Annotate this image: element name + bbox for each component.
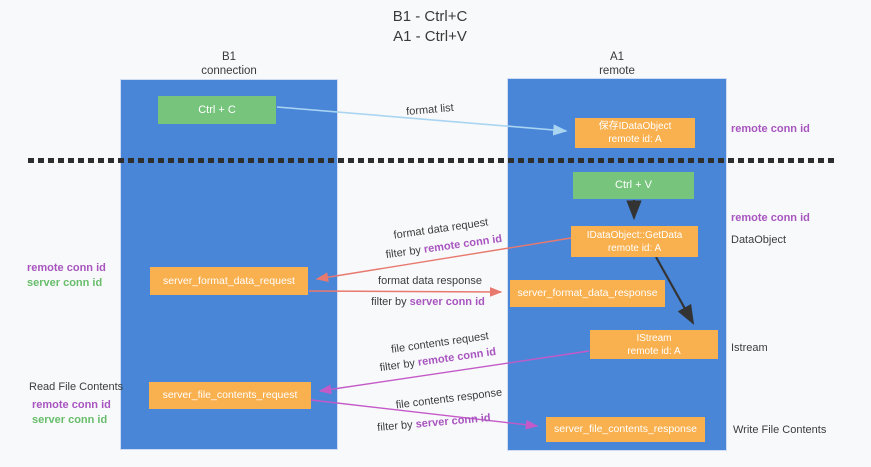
node-file-response-label: server_file_contents_response xyxy=(553,423,697,435)
title-line-2: A1 - Ctrl+V xyxy=(393,28,467,45)
node-server-format-data-response: server_format_data_response xyxy=(510,280,665,307)
label-format-list: format list xyxy=(405,101,455,119)
label-istream: Istream xyxy=(731,342,768,354)
filter-by-text: filter by xyxy=(378,357,416,375)
node-getdata-line1: IDataObject::GetData xyxy=(586,229,683,241)
node-file-request-label: server_file_contents_request xyxy=(162,389,298,401)
lane-a1-title: A1 xyxy=(609,51,625,63)
dashed-divider xyxy=(28,158,834,163)
label-filter-by-server-2: filter by server conn id xyxy=(359,410,510,436)
diagram-title: B1 - Ctrl+C A1 - Ctrl+V xyxy=(310,7,550,47)
node-ctrl-c: Ctrl + C xyxy=(158,96,276,124)
lane-header-a1: A1 remote xyxy=(547,50,687,78)
node-format-request-label: server_format_data_request xyxy=(163,274,295,287)
title-line-1: B1 - Ctrl+C xyxy=(392,8,468,25)
label-write-file-contents: Write File Contents xyxy=(733,424,827,436)
lane-a1-subtitle: remote xyxy=(599,65,635,77)
node-format-response-label: server_format_data_response xyxy=(517,287,658,299)
node-save-idataobject: 保存IDataObject remote id: A xyxy=(575,118,695,148)
node-server-file-contents-response: server_file_contents_response xyxy=(546,417,705,442)
filter-by-text: filter by xyxy=(384,244,422,262)
label-left-remote-conn-id-2: remote conn id xyxy=(32,399,111,411)
node-getdata-line2: remote id: A xyxy=(607,242,662,254)
node-ctrl-v-label: Ctrl + V xyxy=(615,179,652,191)
lane-b1-title: B1 xyxy=(221,51,237,63)
node-ctrl-c-label: Ctrl + C xyxy=(198,103,236,116)
node-server-file-contents-request: server_file_contents_request xyxy=(149,382,311,409)
filter-by-text: filter by xyxy=(371,296,407,308)
label-right-remote-conn-id-1: remote conn id xyxy=(731,123,810,135)
label-dataobject: DataObject xyxy=(731,234,787,246)
label-left-server-conn-id-1: server conn id xyxy=(27,277,103,289)
label-format-data-response: format data response xyxy=(378,275,482,287)
lane-header-b1: B1 connection xyxy=(159,50,299,78)
lane-b1-subtitle: connection xyxy=(201,65,257,77)
label-file-contents-response: file contents response xyxy=(395,386,503,412)
node-save-idataobject-line1: 保存IDataObject xyxy=(598,121,672,132)
label-read-file-contents: Read File Contents xyxy=(29,381,124,393)
node-server-format-data-request: server_format_data_request xyxy=(150,267,308,295)
server-conn-id-text: server conn id xyxy=(409,296,485,308)
label-left-server-conn-id-2: server conn id xyxy=(32,414,108,426)
node-save-idataobject-line2: remote id: A xyxy=(608,134,662,145)
label-filter-by-server-1: filter by server conn id xyxy=(353,296,503,309)
node-istream-line1: IStream xyxy=(636,332,672,344)
node-istream-line2: remote id: A xyxy=(627,345,681,357)
node-idataobject-getdata: IDataObject::GetData remote id: A xyxy=(571,226,698,257)
label-right-remote-conn-id-2: remote conn id xyxy=(731,212,810,224)
label-left-remote-conn-id-1: remote conn id xyxy=(27,262,106,274)
filter-by-text: filter by xyxy=(376,418,414,434)
server-conn-id-text: server conn id xyxy=(415,412,492,431)
node-istream: IStream remote id: A xyxy=(590,330,718,359)
node-ctrl-v: Ctrl + V xyxy=(573,172,694,199)
